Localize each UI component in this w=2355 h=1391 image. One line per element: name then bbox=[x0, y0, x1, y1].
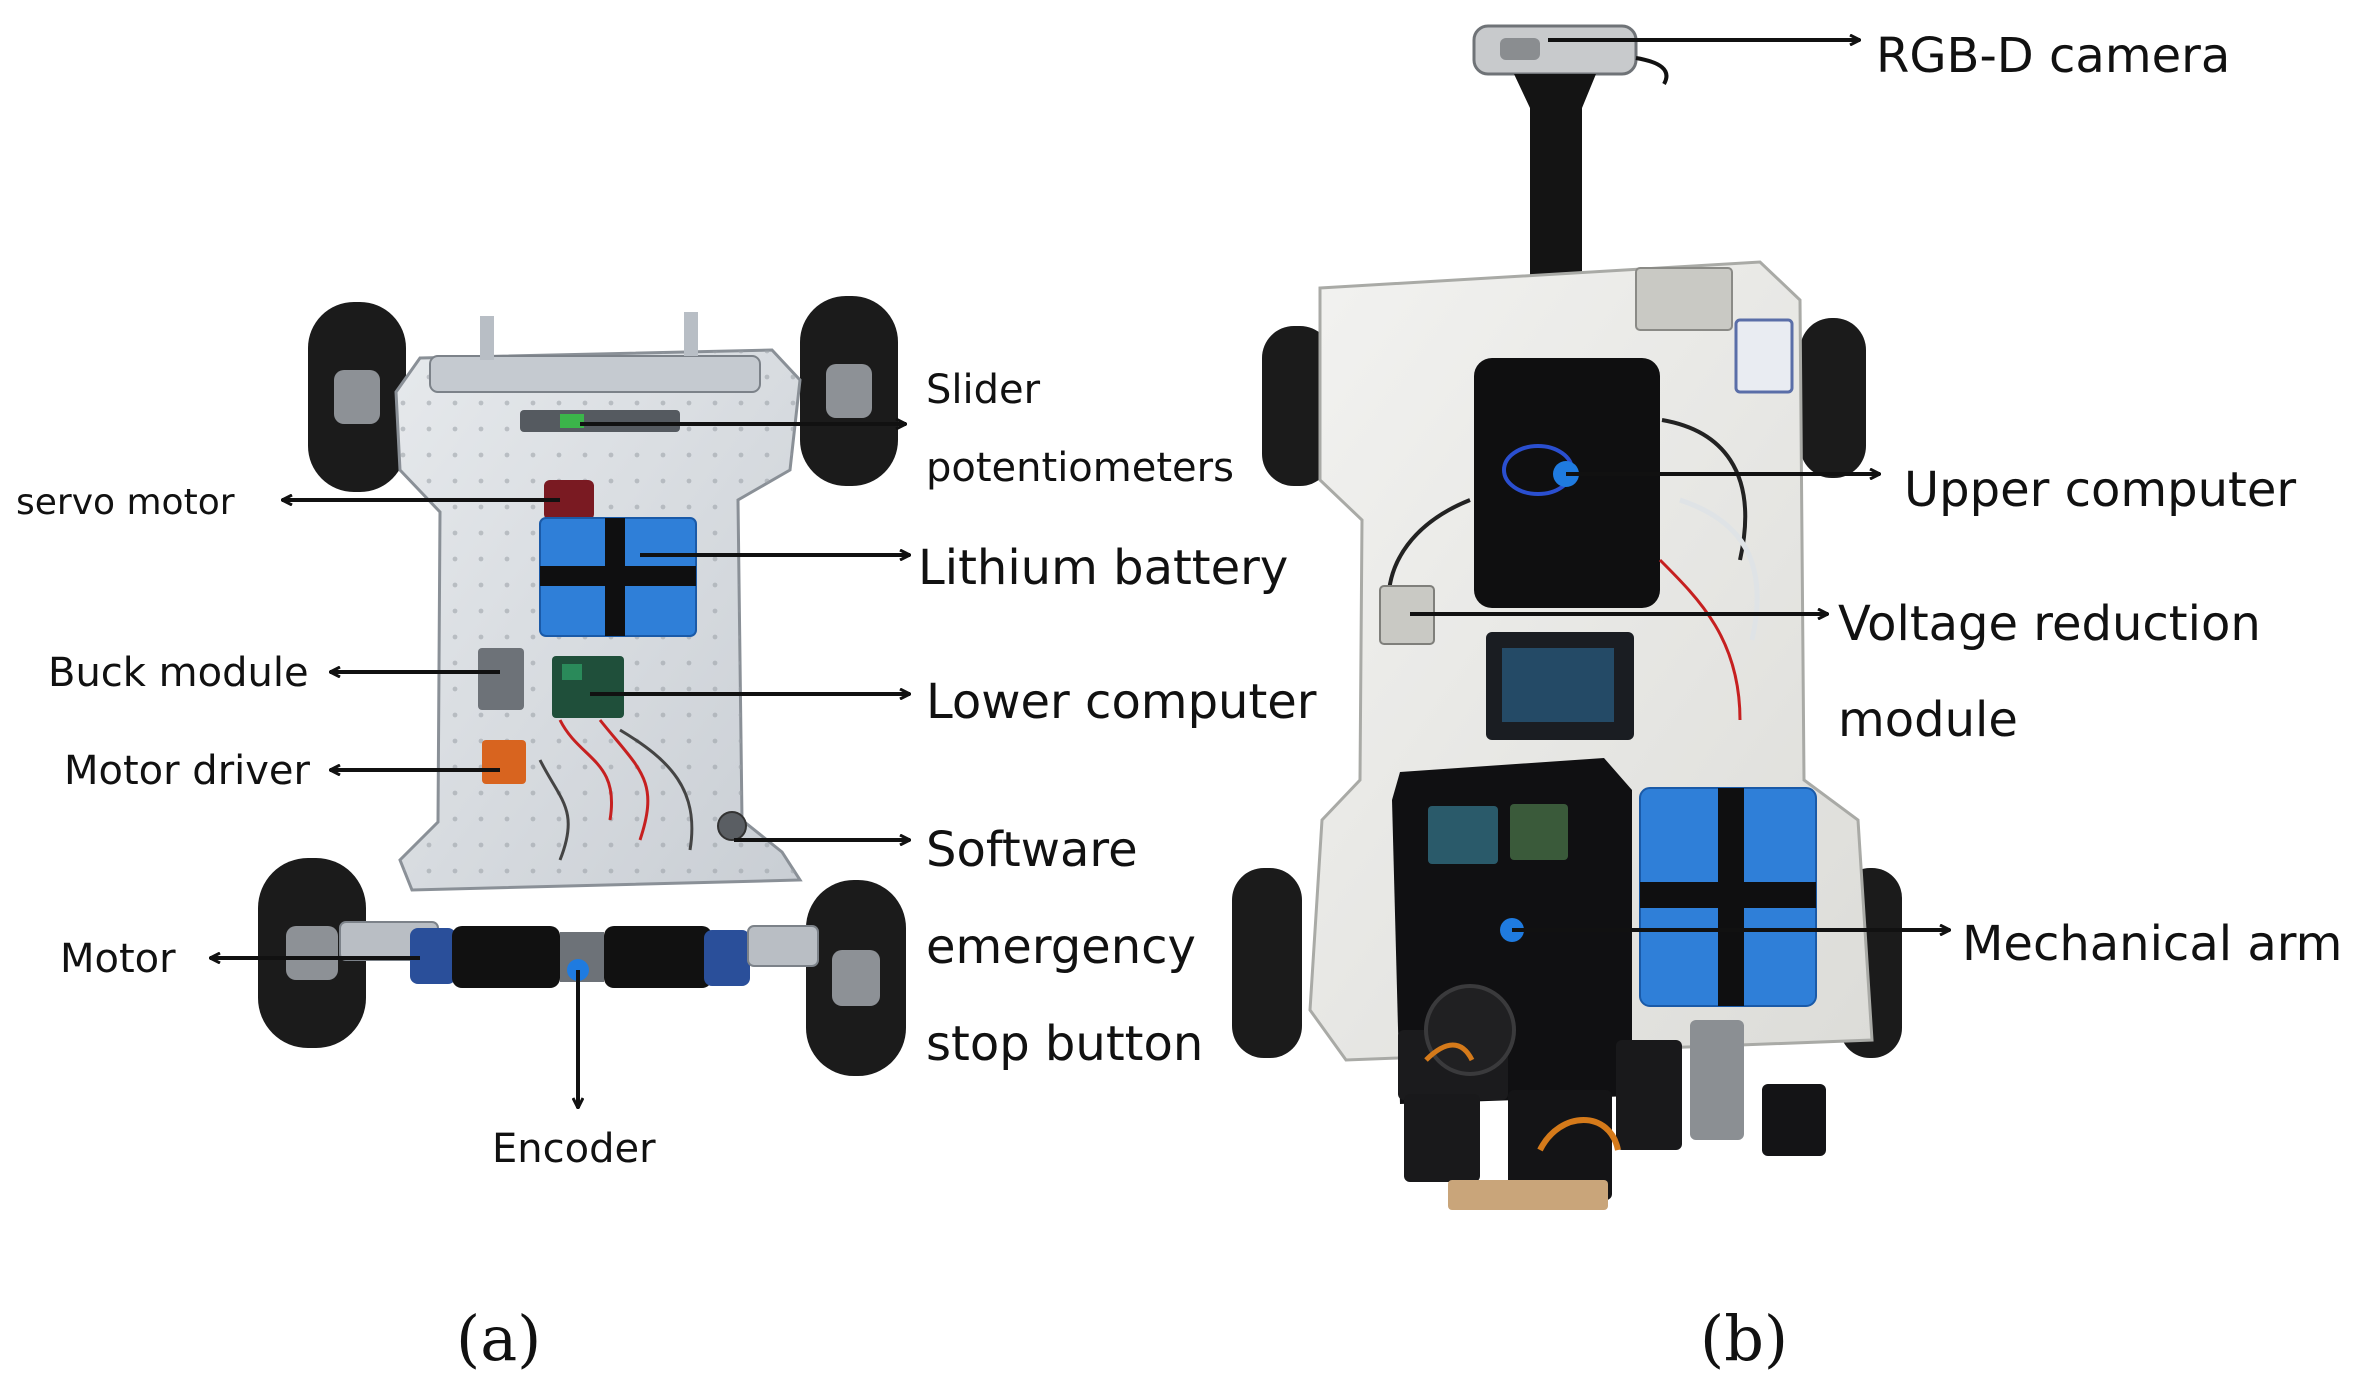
label-slider-line1: Slider bbox=[926, 367, 1041, 413]
wheel-front-left bbox=[308, 302, 406, 492]
label-motor-driver: Motor driver bbox=[64, 748, 311, 794]
label-lower-computer: Lower computer bbox=[926, 674, 1317, 730]
robot-assembled-photo bbox=[1232, 24, 1902, 1210]
label-upper-computer: Upper computer bbox=[1904, 462, 2296, 518]
wheel-rear-right bbox=[806, 880, 906, 1076]
label-slider-line2: potentiometers bbox=[926, 445, 1234, 491]
label-rgbd-camera: RGB-D camera bbox=[1876, 28, 2230, 84]
label-encoder: Encoder bbox=[492, 1126, 656, 1172]
label-voltage-line1: Voltage reduction bbox=[1838, 596, 2261, 652]
robot-chassis-photo bbox=[258, 296, 906, 1076]
wheel-front-right bbox=[800, 296, 898, 486]
label-lithium-battery: Lithium battery bbox=[918, 540, 1288, 596]
label-software-line3: stop button bbox=[926, 1016, 1203, 1072]
label-buck-module: Buck module bbox=[48, 650, 309, 696]
label-voltage-line2: module bbox=[1838, 692, 2018, 748]
callout-arrows bbox=[210, 40, 1950, 1108]
label-motor: Motor bbox=[60, 936, 176, 982]
label-software-line1: Software bbox=[926, 822, 1138, 878]
rgbd-camera bbox=[1472, 24, 1638, 76]
caption-panel-b: (b) bbox=[1700, 1302, 1788, 1375]
label-software-line2: emergency bbox=[926, 919, 1196, 975]
callout-labels: Slider potentiometers servo motor Lithiu… bbox=[16, 28, 2342, 1172]
label-servo-motor: servo motor bbox=[16, 482, 235, 523]
caption-panel-a: (a) bbox=[456, 1302, 541, 1375]
label-mechanical-arm: Mechanical arm bbox=[1962, 916, 2342, 972]
wheel-rear-left bbox=[258, 858, 366, 1048]
